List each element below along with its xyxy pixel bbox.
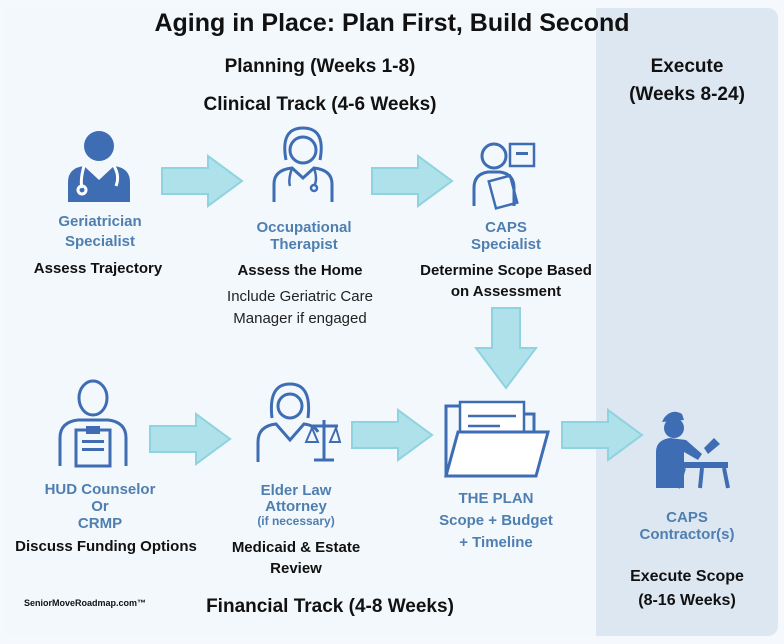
hud-role-line3: CRMP	[77, 515, 123, 532]
hud-task: Discuss Funding Options	[15, 538, 197, 555]
plan-line1: Scope + Budget	[439, 512, 553, 529]
carpenter-icon	[656, 411, 730, 489]
caps-specialist-role-line2: Specialist	[470, 236, 542, 253]
ot-task: Assess the Home	[237, 262, 363, 279]
contractor-task-line1: Execute Scope	[630, 568, 744, 585]
ot-role-line1: Occupational	[256, 219, 352, 236]
geriatrician-role-line1: Geriatrician	[58, 213, 142, 230]
clinical-track-heading: Clinical Track (4-6 Weeks)	[203, 94, 437, 115]
ot-note-line2: Manager if engaged	[233, 310, 367, 327]
arrow-plan-to-contractor	[561, 408, 644, 462]
elder-law-role-line2: Attorney	[265, 498, 327, 515]
plan-title: THE PLAN	[458, 490, 534, 507]
attorney-icon	[256, 382, 342, 462]
caps-specialist-task-line1: Determine Scope Based	[420, 262, 592, 279]
folder-icon	[444, 400, 550, 478]
execute-panel	[596, 8, 778, 636]
elder-law-task-line1: Medicaid & Estate	[231, 539, 361, 556]
caps-specialist-role-line1: CAPS	[485, 219, 527, 236]
brand-logo-text: SeniorMoveRoadmap.com™	[24, 598, 147, 608]
plan-line2: + Timeline	[459, 534, 533, 551]
geriatrician-role-line2: Specialist	[64, 233, 136, 250]
elder-law-role-line3: (if necessary)	[257, 514, 335, 528]
contractor-role-line1: CAPS	[666, 509, 708, 526]
financial-track-heading: Financial Track (4-8 Weeks)	[206, 596, 454, 617]
arrow-geriatrician-to-ot	[161, 154, 244, 208]
execute-heading: Execute	[650, 56, 724, 77]
caps-specialist-task-line2: on Assessment	[450, 283, 562, 300]
counselor-clipboard-icon	[58, 379, 128, 468]
contractor-task-line2: (8-16 Weeks)	[638, 592, 736, 609]
ot-role-line2: Therapist	[270, 236, 338, 253]
execute-weeks: (Weeks 8-24)	[629, 84, 745, 105]
doctor-icon	[68, 131, 130, 202]
nurse-icon	[272, 126, 334, 202]
arrow-hud-to-elder-law	[149, 412, 232, 466]
geriatrician-task: Assess Trajectory	[33, 260, 163, 277]
arrow-caps-to-plan	[474, 307, 538, 390]
arrow-ot-to-caps	[371, 154, 454, 208]
hud-role-line2: Or	[91, 498, 109, 515]
hud-role-line1: HUD Counselor	[44, 481, 156, 498]
diagram-title: Aging in Place: Plan First, Build Second	[154, 9, 630, 37]
inspector-clipboard-icon	[472, 142, 536, 210]
contractor-role-line2: Contractor(s)	[639, 526, 735, 543]
planning-heading: Planning (Weeks 1-8)	[224, 56, 416, 77]
elder-law-role-line1: Elder Law	[260, 482, 332, 499]
elder-law-task-line2: Review	[270, 560, 322, 577]
arrow-elder-law-to-plan	[351, 408, 434, 462]
ot-note-line1: Include Geriatric Care	[227, 288, 373, 305]
